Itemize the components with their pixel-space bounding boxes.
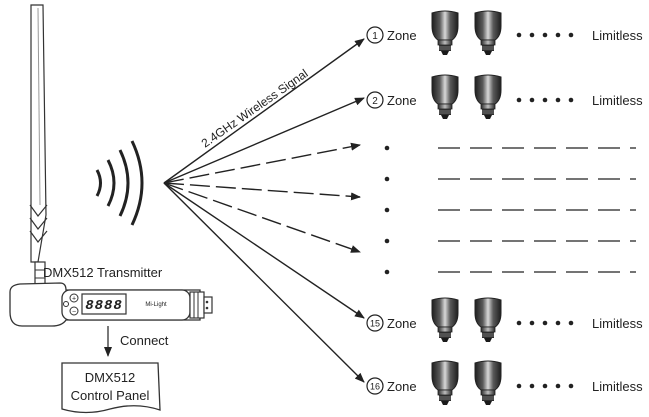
transmitter-display: 8888	[85, 298, 123, 314]
zone-limit-label: Limitless	[592, 379, 643, 394]
transmitter-button-plus	[69, 293, 79, 303]
transmitter-label: DMX512 Transmitter	[43, 265, 163, 280]
omitted-zones	[384, 145, 636, 275]
signal-arrow-zone-15	[163, 182, 365, 319]
zone-limit-label: Limitless	[592, 28, 643, 43]
signal-arrow-zone-16	[163, 182, 365, 383]
zone-word: Zone	[387, 28, 417, 43]
led-bulb-icon	[431, 10, 459, 56]
zone-row-2: 2 Zone Limitless	[366, 74, 643, 120]
zone-limit-label: Limitless	[592, 93, 643, 108]
zone-number: 15	[370, 319, 380, 329]
led-bulb-icon	[474, 74, 502, 120]
zone-row-1: 1 Zone Limitless	[366, 10, 643, 56]
signal-arrow-zone-1	[163, 38, 365, 184]
signal-arrow-dashed	[163, 142, 361, 184]
zone-word: Zone	[387, 316, 417, 331]
led-bulb-icon	[474, 360, 502, 406]
ellipsis-dots	[516, 97, 574, 103]
zone-number: 2	[372, 96, 378, 107]
led-bulb-icon	[474, 10, 502, 56]
control-panel-box	[61, 362, 161, 414]
led-bulb-icon	[431, 297, 459, 343]
zone-limit-label: Limitless	[592, 316, 643, 331]
wireless-waves-icon	[95, 140, 144, 226]
control-panel-line1: DMX512	[85, 370, 136, 385]
signal-arrow-dashed	[163, 182, 361, 201]
signal-arrow-zone-2	[163, 97, 365, 184]
control-panel-line2: Control Panel	[71, 388, 150, 403]
zone-number: 16	[370, 382, 380, 392]
ellipsis-dots	[516, 32, 574, 38]
zone-number: 1	[372, 31, 378, 42]
zone-row-16: 16 Zone Limitless	[366, 360, 643, 406]
svg-text:+: +	[72, 296, 76, 303]
ellipsis-dots	[516, 320, 574, 326]
transmitter-brand-text: Mi-Light	[145, 302, 167, 308]
svg-text:−: −	[72, 309, 76, 316]
zone-row-15: 15 Zone Limitless	[366, 297, 643, 343]
signal-arrow-dashed	[163, 182, 361, 253]
signal-label: 2.4GHz Wireless Signal	[199, 66, 311, 150]
signal-arrows	[163, 38, 365, 383]
antenna-icon	[29, 4, 48, 289]
transmitter-button-minus	[69, 306, 79, 316]
led-bulb-icon	[431, 74, 459, 120]
led-bulb-icon	[431, 360, 459, 406]
zone-word: Zone	[387, 93, 417, 108]
ellipsis-dots	[516, 383, 574, 389]
dmx512-transmitter: + − 8888 Mi-Light	[9, 282, 213, 327]
zone-word: Zone	[387, 379, 417, 394]
led-bulb-icon	[474, 297, 502, 343]
connect-label: Connect	[120, 333, 169, 348]
